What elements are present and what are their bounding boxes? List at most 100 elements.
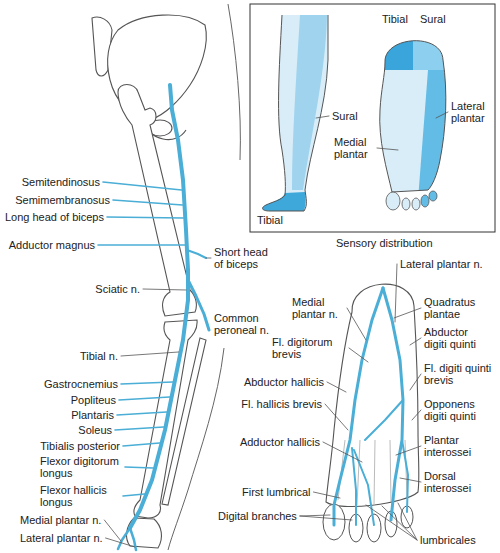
label: Plantar interossei: [424, 434, 496, 458]
leader-line: [316, 116, 329, 118]
toe: [386, 192, 400, 210]
leader-line: [382, 506, 417, 540]
label: Common peroneal n.: [214, 312, 280, 336]
leader-line: [119, 397, 170, 400]
leader-line: [104, 520, 121, 541]
leader-line: [394, 308, 421, 318]
leader-line: [125, 467, 153, 468]
label: Tibial: [382, 13, 408, 25]
nerve: [365, 400, 403, 440]
label: Fl. digiti quinti brevis: [424, 362, 496, 386]
label: Digital branches: [218, 510, 297, 522]
nerve: [354, 450, 374, 525]
label: lumbricales: [420, 534, 476, 546]
tibial-area: [375, 25, 413, 70]
medial-plantar-area: [370, 20, 460, 210]
leg-outline: [263, 15, 328, 211]
toe: [402, 198, 410, 210]
label: Abductor hallicis: [244, 376, 324, 388]
lateral-plantar-area: [418, 70, 455, 200]
leader-line: [410, 338, 421, 345]
label: Dorsal interossei: [424, 470, 496, 494]
body-contour: [228, 4, 240, 160]
label: Abductor digiti quinti: [424, 326, 490, 350]
label: Long head of biceps: [5, 211, 104, 223]
label: Semimembranosus: [15, 194, 110, 206]
nerve: [352, 448, 356, 525]
leader-line: [123, 443, 160, 446]
nerve: [334, 288, 383, 525]
label: Lateral plantar n.: [20, 532, 103, 544]
sural-area: [413, 25, 453, 70]
leader-line: [115, 427, 164, 430]
label: Opponens digiti quinti: [424, 398, 496, 422]
label: Adductor hallicis: [240, 436, 320, 448]
label: Quadratus plantae: [424, 296, 490, 320]
label: Plantaris: [71, 409, 114, 421]
nerve: [188, 280, 209, 330]
label: Tibial n.: [80, 350, 118, 362]
nerve: [130, 85, 188, 528]
leader-line: [412, 410, 421, 420]
leg-skin: [263, 15, 328, 211]
toe: [367, 514, 381, 542]
leader-line: [349, 348, 368, 362]
label: First lumbrical: [242, 486, 310, 498]
leader-line: [410, 374, 421, 390]
leader-line: [117, 412, 167, 415]
leader-line: [143, 289, 186, 290]
leader-line: [121, 382, 173, 384]
leader-line: [400, 478, 421, 482]
label: Adductor magnus: [9, 239, 95, 251]
leader-line: [107, 217, 183, 218]
metatarsal: [357, 440, 360, 505]
leader-line: [325, 404, 348, 430]
label: Lateral plantar: [451, 100, 489, 124]
leader-line: [377, 148, 398, 150]
leader-line: [103, 182, 182, 190]
leader-line: [206, 258, 211, 259]
label: Sural: [420, 13, 446, 25]
leader-line: [98, 244, 185, 246]
leader-line: [300, 515, 330, 516]
label: Medial plantar: [334, 136, 374, 160]
tibial-area: [263, 192, 306, 211]
label: Sural: [332, 110, 358, 122]
toe: [412, 198, 420, 210]
inset-frame: [250, 4, 495, 232]
label: Sciatic n.: [95, 283, 140, 295]
leader-line: [313, 492, 340, 498]
leader-line: [395, 264, 397, 322]
label: Semitendinosus: [22, 176, 100, 188]
label: Fl. digitorum brevis: [272, 336, 346, 360]
label: Short head of biceps: [214, 246, 276, 270]
foot-outline: [380, 41, 446, 192]
leader-line: [113, 200, 183, 205]
label: Flexor hallicis longus: [40, 484, 120, 508]
label: Sensory distribution: [336, 237, 433, 249]
leader-line: [121, 352, 179, 356]
leader-line: [347, 308, 366, 340]
leader-line: [123, 494, 144, 496]
leader-line: [436, 112, 448, 118]
toe: [429, 191, 437, 201]
nerve: [187, 250, 206, 258]
leader-line: [106, 538, 135, 547]
label: Tibial: [257, 214, 283, 226]
leader-line: [323, 442, 362, 462]
label: Soleus: [78, 424, 112, 436]
nerve: [118, 528, 130, 549]
leader-line: [396, 446, 421, 455]
leader-line: [398, 503, 417, 540]
label: Lateral plantar n.: [400, 258, 483, 270]
toe: [421, 195, 429, 207]
label: Gastrocnemius: [44, 378, 118, 390]
label: Flexor digitorum longus: [40, 455, 122, 479]
label: Popliteus: [71, 394, 116, 406]
leader-line: [300, 516, 352, 520]
leader-line: [327, 382, 346, 392]
label: Fl. hallicis brevis: [241, 398, 322, 410]
label: Medial plantar n.: [292, 296, 344, 320]
leader-line: [366, 505, 417, 540]
metatarsal: [390, 440, 391, 502]
